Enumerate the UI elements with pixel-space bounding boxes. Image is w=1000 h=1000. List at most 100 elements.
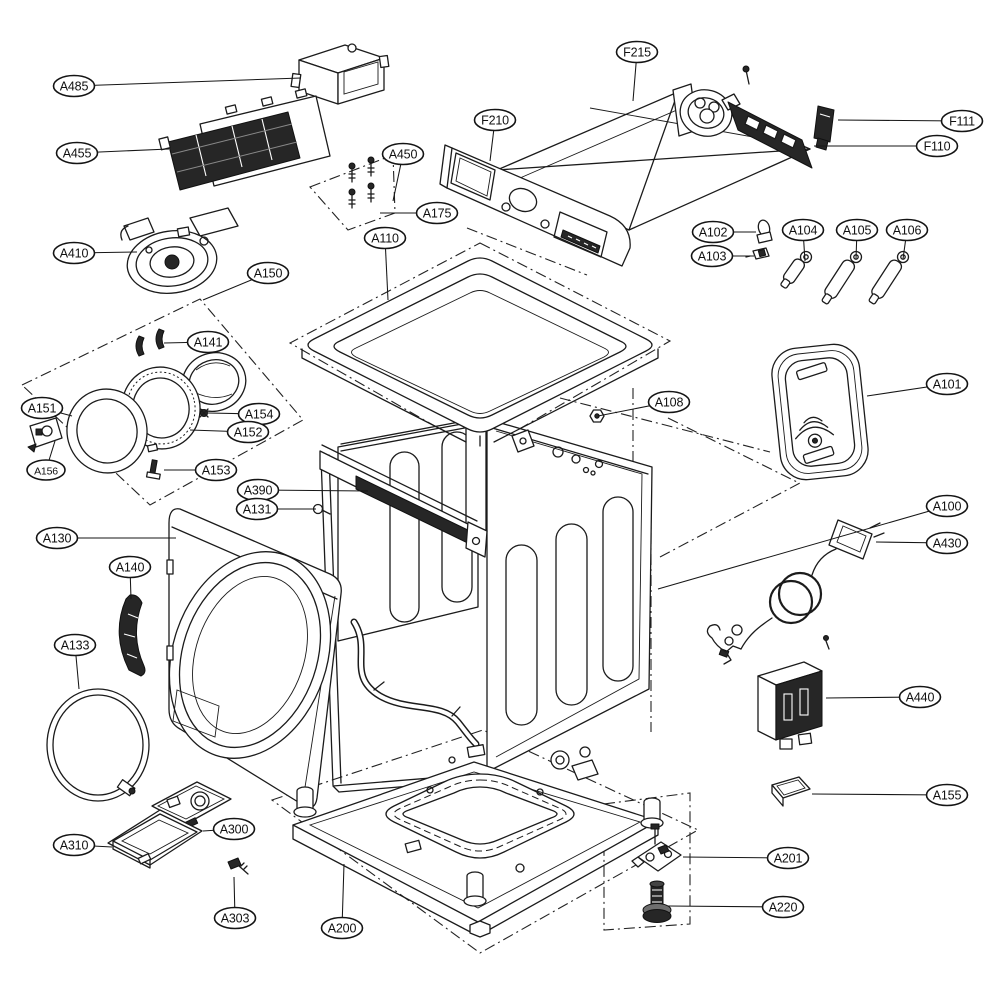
part-damper (868, 250, 910, 305)
callout-A101: A101 (866, 372, 969, 397)
callout-A220: A220 (667, 895, 805, 919)
callout-F215: F215 (615, 40, 659, 102)
callout-A152: A152 (189, 420, 270, 444)
callout-oval-A140 (108, 555, 152, 579)
callout-A103: A103 (690, 244, 754, 268)
callout-oval-A103 (690, 244, 734, 268)
part-noise-filter (757, 661, 823, 750)
callout-label-A103: A103 (698, 249, 727, 263)
callout-oval-A455 (55, 141, 99, 165)
callout-label-A155: A155 (933, 788, 962, 802)
part-dispenser-body (151, 781, 232, 829)
callout-oval-A110 (363, 226, 407, 250)
callout-A151: A151 (20, 396, 73, 420)
callout-label-A152: A152 (234, 425, 263, 439)
callout-A108: A108 (597, 390, 691, 417)
part-top-plate (301, 257, 659, 447)
callout-label-A201: A201 (774, 851, 803, 865)
callout-A156: A156 (26, 440, 66, 481)
callout-oval-F210 (473, 108, 517, 132)
callout-label-A390: A390 (244, 483, 273, 497)
callout-oval-A155 (925, 783, 969, 807)
callout-A300: A300 (202, 817, 256, 841)
callout-label-A154: A154 (245, 407, 274, 421)
callout-A455: A455 (55, 141, 170, 165)
callout-oval-A153 (194, 458, 238, 482)
part-door-lock (27, 417, 63, 453)
part-drain-pump (120, 207, 239, 294)
callout-oval-F110 (915, 134, 959, 158)
callout-label-A150: A150 (254, 266, 283, 280)
callout-label-F210: F210 (481, 113, 509, 127)
callout-label-A104: A104 (789, 223, 818, 237)
callout-label-A410: A410 (60, 246, 89, 260)
callout-oval-A104 (781, 218, 825, 242)
callout-oval-A156 (26, 459, 66, 481)
callout-label-A200: A200 (328, 921, 357, 935)
callout-label-A300: A300 (220, 822, 249, 836)
callout-label-A156: A156 (34, 465, 58, 477)
callout-label-A455: A455 (63, 146, 92, 160)
callout-label-A110: A110 (371, 231, 399, 245)
callout-A133: A133 (53, 633, 97, 690)
callout-A310: A310 (52, 833, 113, 857)
callout-A106: A106 (885, 218, 929, 260)
callout-A200: A200 (320, 863, 364, 940)
callout-A131: A131 (235, 497, 316, 521)
part-damper-small (780, 250, 813, 289)
callout-label-A310: A310 (60, 838, 89, 852)
callout-label-A140: A140 (116, 560, 145, 574)
callout-oval-A102 (691, 220, 735, 244)
part-door-ring (66, 388, 148, 474)
callout-oval-A150 (246, 261, 290, 285)
callout-oval-A303 (213, 906, 257, 930)
callout-F111: F111 (837, 109, 984, 133)
part-screw-set (348, 156, 375, 209)
callout-label-A141: A141 (194, 335, 223, 349)
part-display-assembly (158, 88, 331, 191)
callout-oval-A133 (53, 633, 97, 657)
callout-A141: A141 (163, 330, 230, 354)
part-control-panel (439, 144, 631, 267)
callout-label-A101: A101 (933, 377, 962, 391)
callout-A201: A201 (682, 846, 810, 870)
callout-oval-A485 (52, 74, 96, 98)
callout-A303: A303 (213, 876, 257, 930)
callout-oval-A100 (925, 494, 969, 518)
callout-A130: A130 (35, 526, 176, 550)
callout-A102: A102 (691, 220, 756, 244)
callout-A485: A485 (52, 74, 302, 98)
alignment-guides (21, 154, 801, 954)
callout-F210: F210 (473, 108, 517, 162)
callout-A155: A155 (811, 783, 969, 807)
callout-oval-A101 (925, 372, 969, 396)
callout-A450: A450 (381, 142, 425, 202)
callout-layer: A485A455A410A450A175A110F210F215F111F110… (20, 40, 984, 940)
callout-A175: A175 (380, 201, 459, 225)
part-display-pcb (721, 93, 813, 169)
leader-line-A155 (811, 793, 948, 796)
callout-label-A108: A108 (655, 395, 684, 409)
callout-A430: A430 (875, 531, 969, 555)
part-foot-bracket (631, 823, 682, 872)
callout-oval-F111 (940, 109, 984, 133)
callout-label-A105: A105 (843, 223, 872, 237)
leader-line-A485 (73, 77, 302, 87)
callout-label-A100: A100 (933, 499, 962, 513)
callout-A154: A154 (207, 402, 281, 426)
callout-oval-A108 (647, 390, 691, 414)
part-dispenser-cover (107, 809, 203, 869)
callout-oval-F215 (615, 40, 659, 64)
callout-oval-A152 (226, 420, 270, 444)
part-leveling-foot (642, 880, 672, 923)
callout-A100: A100 (657, 494, 969, 590)
callout-A150: A150 (202, 261, 290, 301)
callout-label-A485: A485 (60, 79, 89, 93)
part-door-screw (199, 408, 209, 418)
part-cabinet (312, 418, 653, 793)
callout-oval-A440 (898, 685, 942, 709)
callout-oval-A450 (381, 142, 425, 166)
callout-label-A106: A106 (893, 223, 922, 237)
callout-A105: A105 (835, 218, 879, 260)
